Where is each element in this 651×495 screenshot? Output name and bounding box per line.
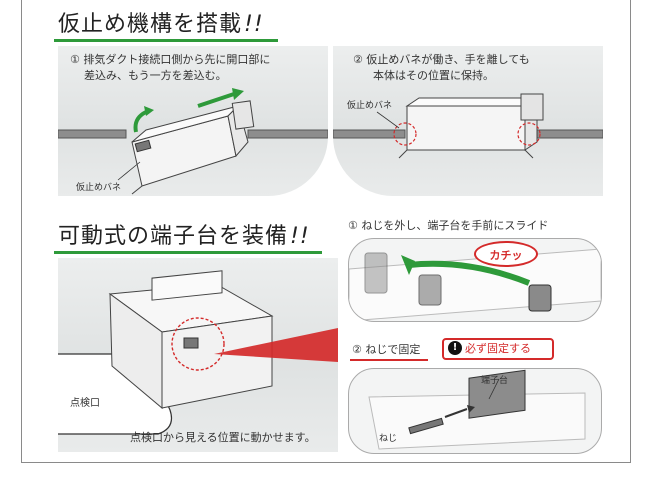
- section2-title-text: 可動式の端子台を装備: [58, 224, 289, 249]
- section2-title: 可動式の端子台を装備!!: [58, 218, 310, 250]
- click-badge: カチッ: [474, 241, 538, 267]
- terminal-overview-panel: 点検口 点検口から見える位置に動かせます。: [58, 258, 338, 452]
- section1-title-underline: [54, 39, 278, 42]
- section2-title-underline: [54, 251, 322, 254]
- step1-caption-line2: 差込み、もう一方を差込む。: [84, 69, 227, 82]
- step1-spring-label: 仮止めバネ: [76, 183, 122, 193]
- fix-illustration: [368, 369, 586, 450]
- terminal-label: 端子台: [481, 376, 509, 386]
- fix-step-underline: [350, 359, 428, 361]
- exclamation-circle-icon: !: [448, 341, 462, 355]
- warning-text: 必ず固定する: [465, 342, 531, 355]
- fix-step-panel: 端子台 ねじ: [348, 368, 602, 454]
- terminal-overview-illustration: [58, 270, 338, 435]
- step2-caption-line2: 本体はその位置に保持。: [373, 69, 494, 82]
- step1-illustration: [58, 88, 328, 195]
- section1-title-text: 仮止め機構を搭載: [58, 12, 243, 37]
- inspection-label: 点検口: [70, 398, 100, 409]
- step2-illustration: [333, 93, 603, 159]
- step1-panel: ① 排気ダクト接続口側から先に開口部に 差込み、もう一方を差込む。 仮止めバネ: [58, 46, 328, 196]
- slide-step-caption: ① ねじを外し、端子台を手前にスライド: [348, 219, 549, 232]
- section1-title: 仮止め機構を搭載!!: [58, 6, 264, 38]
- step1-caption-line1: ① 排気ダクト接続口側から先に開口部に: [70, 53, 271, 66]
- step2-panel: ② 仮止めバネが働き、手を離しても 本体はその位置に保持。 仮止めバネ: [333, 46, 603, 196]
- screw-label: ねじ: [379, 434, 398, 444]
- step2-caption-line1: ② 仮止めバネが働き、手を離しても: [353, 53, 530, 66]
- click-text: カチッ: [489, 249, 523, 262]
- overview-caption: 点検口から見える位置に動かせます。: [130, 431, 316, 444]
- fix-step-caption: ② ねじで固定: [352, 343, 421, 356]
- step2-spring-label: 仮止めバネ: [347, 101, 393, 111]
- warning-badge: !必ず固定する: [442, 338, 554, 360]
- section2-title-exclaim: !!: [290, 224, 310, 249]
- section1-title-exclaim: !!: [244, 12, 264, 37]
